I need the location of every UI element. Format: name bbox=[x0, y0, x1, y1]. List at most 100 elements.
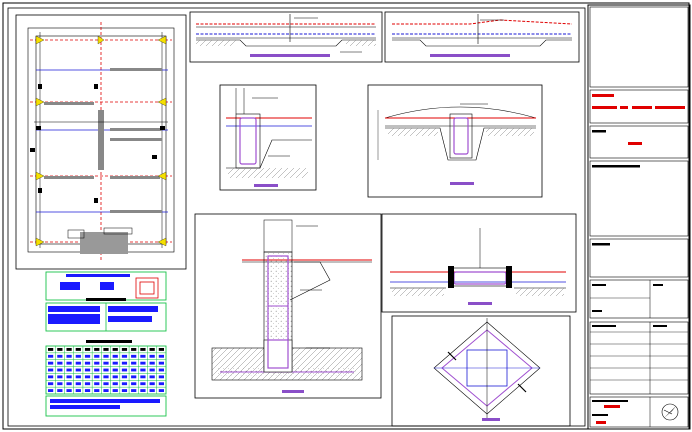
schedule-cell bbox=[149, 382, 155, 386]
title-red-bar bbox=[592, 94, 614, 97]
schedule-cell bbox=[103, 368, 109, 372]
schedule-cell bbox=[131, 348, 137, 351]
schedule-cell bbox=[121, 361, 128, 365]
schedule-cell bbox=[112, 375, 118, 379]
schedule-cell bbox=[84, 375, 91, 379]
schedule-cell bbox=[140, 375, 146, 379]
schedule-cell bbox=[131, 389, 137, 392]
schedule-cell bbox=[84, 389, 91, 392]
schedule-grid bbox=[45, 345, 167, 395]
schedule-cell bbox=[57, 382, 63, 386]
schedule-cell bbox=[66, 368, 72, 372]
floor-plan bbox=[15, 14, 187, 270]
schedule-cell bbox=[149, 348, 155, 351]
schedule-cell bbox=[158, 368, 164, 372]
schedule-cell bbox=[158, 361, 164, 365]
title-block bbox=[587, 4, 691, 430]
schedule-cell bbox=[149, 361, 155, 365]
footing-detail bbox=[194, 213, 382, 399]
schedule-cell bbox=[158, 354, 164, 358]
schedule-cell bbox=[48, 368, 54, 372]
schedule-cell bbox=[57, 389, 63, 392]
schedule-cell bbox=[131, 361, 137, 365]
schedule-cell bbox=[112, 389, 118, 392]
drawing-area-border bbox=[7, 7, 586, 427]
schedule-cell bbox=[84, 382, 91, 386]
schedule-cell bbox=[75, 348, 81, 351]
schedule-cell bbox=[140, 361, 146, 365]
beam-detail-left bbox=[219, 84, 317, 191]
schedule-cell bbox=[94, 354, 100, 358]
schedule-cell bbox=[103, 354, 109, 358]
schedule-cell bbox=[112, 368, 118, 372]
section-view-top-right bbox=[384, 11, 580, 63]
schedule-cell bbox=[66, 382, 72, 386]
schedule-cell bbox=[121, 382, 128, 386]
schedule-cell bbox=[131, 354, 137, 358]
schedule-cell bbox=[94, 375, 100, 379]
schedule-cell bbox=[121, 389, 128, 392]
column-plan-detail bbox=[391, 315, 571, 427]
schedule-cell bbox=[66, 354, 72, 358]
section-view-top-left bbox=[189, 11, 383, 63]
column-markers bbox=[35, 35, 167, 247]
schedule-cell bbox=[112, 354, 118, 358]
schedule-cell bbox=[57, 375, 63, 379]
schedule-cell bbox=[75, 389, 81, 392]
schedule-cell bbox=[75, 361, 81, 365]
schedule-cell bbox=[48, 361, 54, 365]
schedule-cell bbox=[121, 354, 128, 358]
schedule-cell bbox=[84, 354, 91, 358]
schedule-cell bbox=[149, 368, 155, 372]
schedule-cell bbox=[75, 375, 81, 379]
schedule-cell bbox=[66, 389, 72, 392]
schedule-cell bbox=[94, 382, 100, 386]
schedule-cell bbox=[140, 368, 146, 372]
schedule-cell bbox=[57, 361, 63, 365]
schedule-cell bbox=[121, 348, 128, 351]
schedule-cell bbox=[112, 382, 118, 386]
schedule-cell bbox=[57, 348, 63, 351]
schedule-cell bbox=[94, 368, 100, 372]
rebar-schedule bbox=[45, 271, 167, 417]
schedule-cell bbox=[75, 368, 81, 372]
compass-arrow-icon bbox=[661, 403, 679, 421]
schedule-cell bbox=[48, 348, 54, 351]
schedule-cell bbox=[158, 389, 164, 392]
schedule-cell bbox=[103, 348, 109, 351]
schedule-cell bbox=[103, 375, 109, 379]
beam-detail-right bbox=[367, 84, 543, 198]
schedule-cell bbox=[66, 348, 72, 351]
schedule-cell bbox=[158, 382, 164, 386]
schedule-cell bbox=[149, 389, 155, 392]
schedule-cell bbox=[94, 389, 100, 392]
schedule-cell bbox=[84, 368, 91, 372]
schedule-cell bbox=[94, 348, 100, 351]
schedule-cell bbox=[103, 361, 109, 365]
schedule-cell bbox=[158, 348, 164, 351]
schedule-cell bbox=[84, 348, 91, 351]
tie-beam-detail bbox=[381, 213, 577, 313]
schedule-cell bbox=[48, 382, 54, 386]
stair-block bbox=[80, 232, 128, 254]
schedule-cell bbox=[66, 361, 72, 365]
schedule-cell bbox=[121, 375, 128, 379]
schedule-frame bbox=[45, 345, 167, 395]
schedule-cell bbox=[66, 375, 72, 379]
schedule-cell bbox=[121, 368, 128, 372]
schedule-cell bbox=[48, 354, 54, 358]
schedule-cell bbox=[103, 382, 109, 386]
schedule-cell bbox=[112, 361, 118, 365]
schedule-cell bbox=[84, 361, 91, 365]
schedule-cell bbox=[48, 375, 54, 379]
schedule-cell bbox=[131, 382, 137, 386]
schedule-cell bbox=[112, 348, 118, 351]
schedule-cell bbox=[149, 375, 155, 379]
schedule-cell bbox=[131, 368, 137, 372]
schedule-cell bbox=[103, 389, 109, 392]
schedule-cell bbox=[75, 354, 81, 358]
schedule-cell bbox=[140, 382, 146, 386]
schedule-cell bbox=[140, 354, 146, 358]
